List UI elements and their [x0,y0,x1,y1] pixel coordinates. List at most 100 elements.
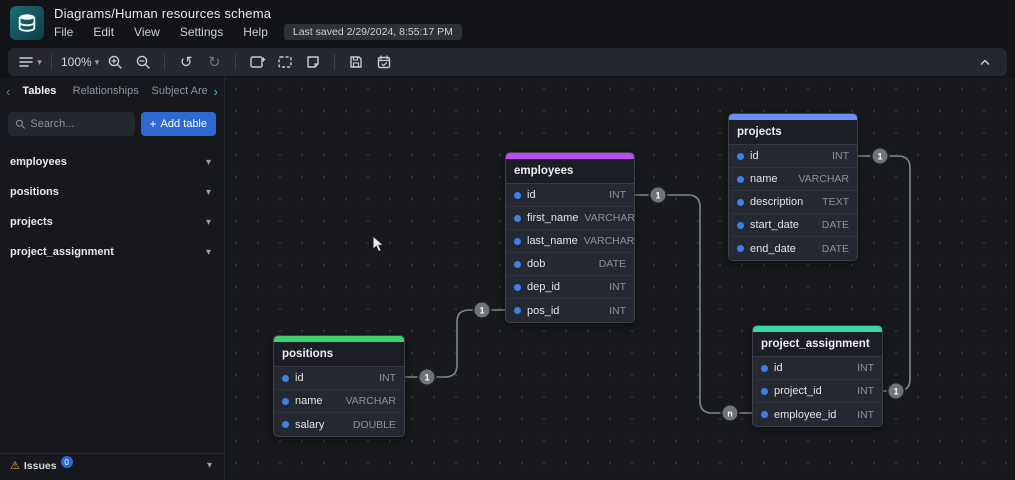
tabs-scroll-right-icon[interactable]: › [213,83,219,99]
cardinality-badge: n [722,405,738,421]
cardinality-badge: 1 [650,187,666,203]
add-note-icon [307,56,319,68]
page-title: Diagrams/Human resources schema [54,6,272,21]
sidebar-table-project_assignment[interactable]: project_assignment▾ [0,237,224,267]
menu-row: File Edit View Settings Help Last saved … [54,24,462,40]
field-name: first_name [527,212,579,224]
relationship-positions_id_to_employees_pos_id[interactable] [405,309,505,378]
diagram-menu-button[interactable]: ▾ [18,51,42,73]
field-type: DATE [598,258,626,270]
menu-help[interactable]: Help [243,25,268,39]
header-main: Diagrams/Human resources schema File Edi… [54,6,462,40]
sidebar-tabs: ‹ Tables Relationships Subject Are › [0,78,224,104]
app-logo[interactable] [10,6,44,40]
add-table-sidebar-button[interactable]: + Add table [140,112,216,136]
sidebar-table-name: employees [10,156,67,168]
last-saved-badge: Last saved 2/29/2024, 8:55:17 PM [283,24,462,40]
menu-file[interactable]: File [54,25,74,39]
field-name: id [527,189,536,201]
tab-relationships[interactable]: Relationships [72,85,139,97]
relationship-employees_id_to_project_assignment_employee_id[interactable] [635,194,752,414]
table-field-description[interactable]: description TEXT [729,191,857,214]
zoom-level-dropdown[interactable]: 100% ▾ [61,51,99,73]
table-title: positions [274,342,404,367]
sidebar-table-positions[interactable]: positions▾ [0,177,224,207]
redo-button[interactable]: ↻ [202,51,226,73]
field-dot-icon [761,387,768,395]
field-name: id [295,372,304,384]
field-name: description [750,196,804,208]
todo-button[interactable] [372,51,396,73]
field-type: INT [857,385,874,397]
chevron-down-icon: ▾ [206,460,212,471]
table-title: projects [729,120,857,145]
field-dot-icon [761,364,768,372]
field-dot-icon [514,237,521,245]
tab-tables[interactable]: Tables [22,85,57,97]
field-type: DATE [821,242,849,255]
field-name: pos_id [527,304,560,317]
search-input[interactable] [30,118,128,130]
sidebar-table-employees[interactable]: employees▾ [0,147,224,177]
menu-settings[interactable]: Settings [179,25,224,39]
field-dot-icon [761,411,768,418]
table-accent-strip [729,114,857,120]
field-type: TEXT [822,196,849,208]
field-name: id [750,150,759,162]
toolbar-region: ▾ 100% ▾ ↺ [0,46,1015,78]
caret-down-icon: ▾ [37,56,42,67]
search-box[interactable] [8,112,135,136]
menu-view[interactable]: View [134,25,160,39]
tab-subject-areas[interactable]: Subject Are [151,85,208,97]
table-title: project_assignment [753,332,882,357]
field-dot-icon [737,152,744,160]
tabs-scroll-left-icon[interactable]: ‹ [6,83,11,99]
menubar: File Edit View Settings Help [54,25,268,39]
sidebar-table-projects[interactable]: projects▾ [0,207,224,237]
zoom-level-value: 100% [61,55,92,69]
add-area-button[interactable] [273,51,297,73]
field-type: VARCHAR [583,235,635,247]
table-field-project_id[interactable]: project_id INT [753,380,882,403]
field-name: project_id [774,385,822,397]
cardinality-badge: 1 [419,369,435,385]
hamburger-icon [19,57,33,67]
add-note-button[interactable] [301,51,325,73]
table-accent-strip [506,153,634,159]
save-button[interactable] [344,51,368,73]
field-dot-icon [514,283,521,291]
cursor-arrow-icon [372,234,385,253]
menu-edit[interactable]: Edit [93,25,115,39]
field-name: id [774,362,783,374]
collapse-toolbar-button[interactable] [973,51,997,73]
field-dot-icon [514,191,521,199]
issues-row[interactable]: ⚠ Issues 0 ▾ [0,453,224,480]
zoom-in-button[interactable] [103,51,127,73]
undo-button[interactable]: ↺ [174,51,198,73]
cardinality-badge: 1 [888,383,904,399]
add-table-button[interactable] [245,51,269,73]
zoom-out-button[interactable] [131,51,155,73]
zoom-out-icon [136,55,150,69]
